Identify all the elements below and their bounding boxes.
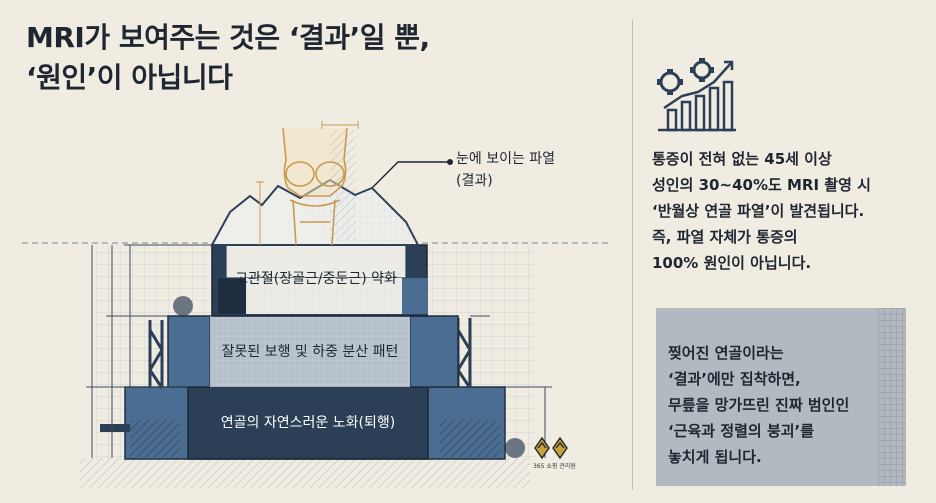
column-divider	[632, 20, 633, 490]
note-box-grid	[878, 308, 906, 486]
callout-dot	[447, 159, 453, 165]
statistic-text: 통증이 전혀 없는 45세 이상 성인의 30~40%도 MRI 촬영 시 ‘반…	[652, 146, 871, 276]
tier-top-left-block	[218, 278, 246, 314]
visible-tear-callout: 눈에 보이는 파열 (결과)	[456, 148, 555, 192]
tier-top-core-mesh	[246, 278, 402, 314]
cause-layer-diagram	[22, 121, 612, 488]
tier-bottom-core	[187, 386, 429, 460]
tier-bottom-left-hatch	[130, 420, 180, 457]
title-line-2: ‘원인’이 아닙니다	[26, 61, 233, 94]
note-line-4: ‘근육과 정렬의 붕괴’를	[668, 422, 815, 440]
logo-text: 365 쇼핑 관리원	[533, 463, 576, 470]
stat-line-3: ‘반월상 연골 파열’이 발견됩니다.	[652, 202, 865, 220]
stat-line-4: 즉, 파열 자체가 통증의	[652, 228, 798, 246]
layer-label-hip-weakness: 고관절(장골근/중둔근) 약화	[235, 271, 397, 287]
page-title: MRI가 보여주는 것은 ‘결과’일 뿐, ‘원인’이 아닙니다	[26, 18, 430, 98]
tier-bottom-right-hatch	[440, 420, 500, 457]
stat-line-5: 100% 원인이 아닙니다.	[652, 254, 812, 272]
warning-note-box: 찢어진 연골이라는 ‘결과’에만 집착하면, 무릎을 망가뜨린 진짜 범인인 ‘…	[656, 308, 906, 486]
note-line-1: 찢어진 연골이라는	[668, 344, 784, 362]
note-line-3: 무릎을 망가뜨린 진짜 범인인	[668, 396, 850, 414]
knee-dimension-lines	[256, 121, 359, 245]
stat-line-1: 통증이 전혀 없는 45세 이상	[652, 150, 832, 168]
knee-joint-icon	[282, 127, 356, 246]
ground-strip	[80, 458, 530, 488]
gear-bar-chart-icon	[657, 58, 736, 132]
tier-top-core	[225, 244, 407, 279]
note-text: 찢어진 연골이라는 ‘결과’에만 집착하면, 무릎을 망가뜨린 진짜 범인인 ‘…	[668, 340, 849, 470]
title-line-1: MRI가 보여주는 것은 ‘결과’일 뿐,	[26, 21, 430, 54]
logo-mark-icon	[534, 436, 568, 460]
layer-label-cartilage-aging: 연골의 자연스러운 노화(퇴행)	[220, 415, 396, 431]
scaffold-left	[148, 320, 164, 389]
stat-line-2: 성인의 30~40%도 MRI 촬영 시	[652, 176, 871, 194]
layer-label-gait-pattern: 잘못된 보행 및 하중 분산 패턴	[221, 344, 399, 360]
note-line-5: 놓치게 됩니다.	[668, 448, 762, 466]
callout-leader	[371, 161, 448, 189]
note-line-2: ‘결과’에만 집착하면,	[668, 370, 801, 388]
callout-line-1: 눈에 보이는 파열	[456, 151, 556, 167]
left-pipe	[100, 424, 130, 432]
tier-top-right-block	[402, 278, 428, 314]
callout-line-2: (결과)	[456, 173, 493, 189]
tier-middle-core-fill	[210, 316, 410, 387]
left-dimension-lines	[86, 244, 212, 458]
brand-logo: 365 쇼핑 관리원	[533, 436, 576, 470]
